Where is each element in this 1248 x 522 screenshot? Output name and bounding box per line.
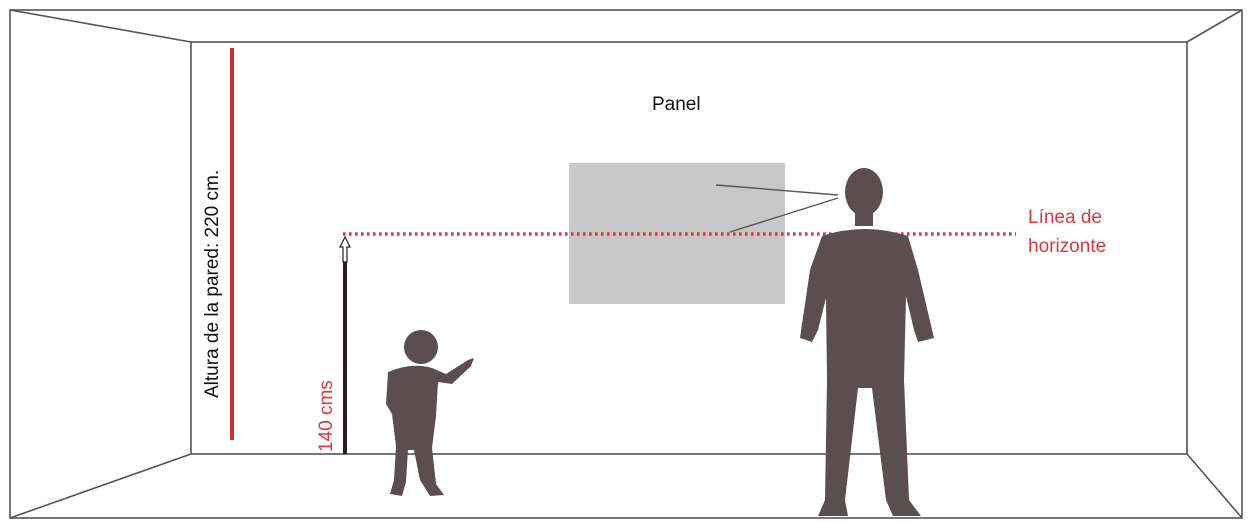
horizon-label-line-1: Línea de [1028,207,1102,228]
adult-silhouette-icon [800,168,934,516]
corner-edge-top-right [1187,10,1242,42]
wall-height-label: Altura de la pared: 220 cm. [202,170,223,398]
eye-height-bar [343,262,347,454]
corner-edge-bottom-left [10,454,191,518]
panel-label: Panel [652,94,701,115]
child-silhouette-icon [386,330,474,496]
horizon-label-line-2: horizonte [1028,236,1106,257]
corner-edge-top-left [10,10,191,42]
up-arrow-icon [340,237,350,262]
corner-edge-bottom-right [1187,454,1242,518]
eye-height-label: 140 cms [316,380,337,452]
